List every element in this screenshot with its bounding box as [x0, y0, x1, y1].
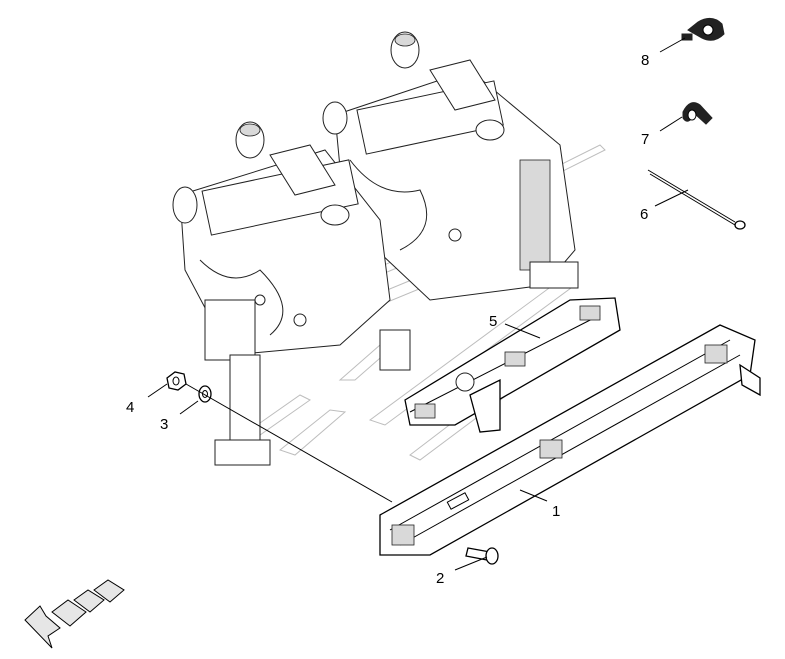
- callout-2: 2: [436, 570, 444, 587]
- part-2-bolt: [465, 547, 499, 565]
- callout-4: 4: [126, 399, 134, 416]
- part-7-clamp: [682, 102, 713, 125]
- front-direction-arrow: [24, 579, 125, 649]
- part-1-bracket: [379, 324, 761, 556]
- part-3-washer: [198, 385, 212, 403]
- callout-5: 5: [489, 313, 497, 330]
- engine-rear: [322, 31, 579, 301]
- callout-8: 8: [641, 52, 649, 69]
- part-5-bracket: [404, 297, 621, 433]
- engine-front: [172, 121, 411, 466]
- part-8-clamp: [681, 18, 725, 41]
- part-4-nut: [166, 371, 187, 391]
- callout-1: 1: [552, 503, 560, 520]
- part-6-cable-tie: [647, 169, 746, 230]
- callout-7: 7: [641, 131, 649, 148]
- callout-labels: 1 2 3 4 5 6 7 8: [126, 52, 649, 587]
- assembly-line: [185, 383, 393, 503]
- leader-lines: [147, 37, 689, 571]
- callout-3: 3: [160, 416, 168, 433]
- callout-6: 6: [640, 206, 648, 223]
